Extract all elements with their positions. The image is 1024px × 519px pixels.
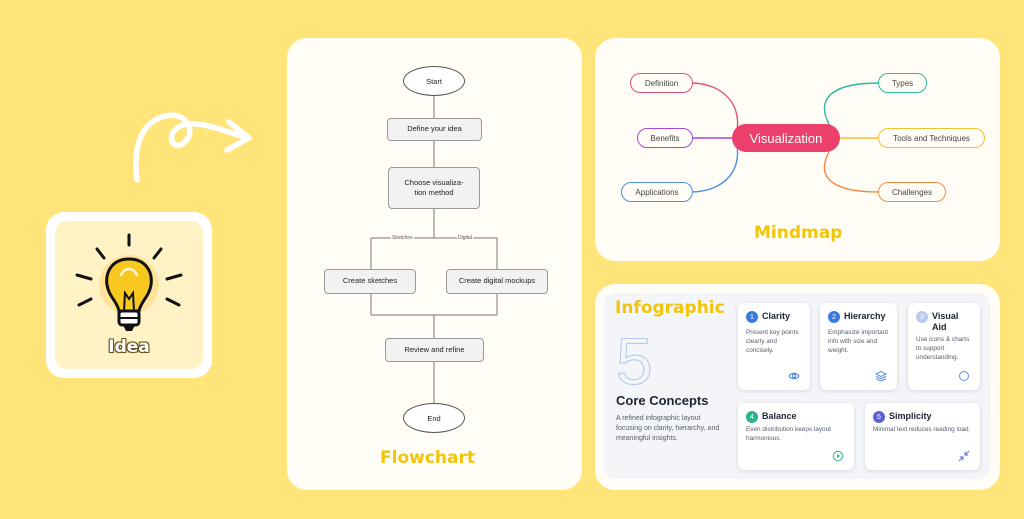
concept-number-badge: 2: [828, 311, 840, 323]
concept-card-hierarchy: 2 Hierarchy Emphasize important info wit…: [820, 303, 897, 390]
idea-card: Idea: [46, 212, 212, 378]
concept-title: Balance: [762, 411, 797, 421]
flow-digital-branch-label: Digital: [457, 235, 473, 241]
mindmap-node-applications: Applications: [621, 182, 693, 202]
infographic-title: Infographic: [615, 298, 725, 318]
flow-digital-node: Create digital mockups: [446, 269, 548, 294]
lightbulb-icon: [75, 233, 183, 331]
mindmap-node-types: Types: [878, 73, 927, 93]
flow-sketch-node: Create sketches: [324, 269, 416, 294]
mindmap-title: Mindmap: [754, 223, 843, 243]
flow-review-node: Review and refine: [385, 338, 484, 362]
concept-number-badge: 3: [916, 311, 928, 323]
flow-start-node: Start: [403, 66, 465, 96]
flow-choose-node: Choose visualiza- tion method: [388, 167, 480, 209]
concept-card-balance: 4 Balance Even distribution keeps layout…: [738, 403, 854, 470]
mindmap-node-definition: Definition: [630, 73, 693, 93]
flow-sketches-branch-label: Sketches: [391, 235, 414, 241]
mindmap-center-node: Visualization: [732, 124, 840, 152]
mindmap-node-benefits: Benefits: [637, 128, 693, 148]
concept-text: Even distribution keeps layout harmoniou…: [746, 426, 831, 442]
infographic-description: A refined infographic layout focusing on…: [616, 415, 720, 443]
eye-icon: [788, 372, 800, 380]
concept-card-simplicity: 5 Simplicity Minimal text reduces readin…: [865, 403, 980, 470]
play-circle-icon: [832, 450, 844, 462]
curly-arrow-icon: [133, 112, 252, 183]
infographic-big-number: 5: [616, 324, 654, 398]
flow-choose-line2: tion method: [414, 188, 454, 197]
concept-number-badge: 1: [746, 311, 758, 323]
mindmap-node-challenges: Challenges: [878, 182, 946, 202]
concept-text: Minimal text reduces reading load.: [873, 426, 971, 433]
minimize-icon: [958, 450, 970, 462]
concept-number-badge: 4: [746, 411, 758, 423]
idea-card-inner: Idea: [55, 221, 203, 369]
concept-title: Hierarchy: [844, 311, 886, 321]
concept-number-badge: 5: [873, 411, 885, 423]
concept-text: Use icons & charts to support understand…: [916, 335, 970, 361]
mindmap-node-tools: Tools and Techniques: [878, 128, 985, 148]
flow-define-node: Define your idea: [387, 118, 482, 141]
infographic-heading: Core Concepts: [616, 393, 709, 408]
idea-label: Idea: [108, 337, 150, 357]
concept-card-clarity: 1 Clarity Present key points clearly and…: [738, 303, 810, 390]
circle-icon: [959, 371, 969, 381]
concept-title: Visual Aid: [932, 311, 959, 332]
concept-title: Simplicity: [889, 411, 932, 421]
concept-text: Emphasize important info with size and w…: [828, 329, 889, 354]
concept-title: Clarity: [762, 311, 791, 321]
concept-card-visual-aid: 3 Visual Aid Use icons & charts to suppo…: [908, 303, 980, 390]
flow-choose-line1: Choose visualiza-: [404, 177, 464, 187]
flow-end-node: End: [403, 403, 465, 433]
flowchart-title: Flowchart: [380, 448, 475, 468]
concept-text: Present key points clearly and concisely…: [746, 329, 799, 354]
layers-icon: [875, 370, 887, 382]
